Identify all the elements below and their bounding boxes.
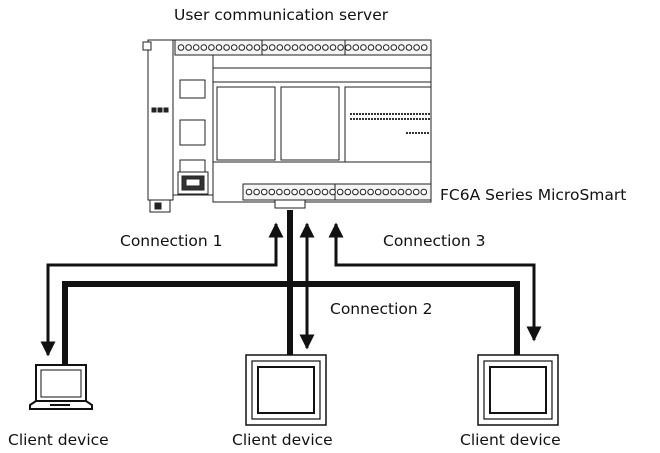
- client-device-label: Client device: [460, 431, 561, 449]
- plc-led-indicators: [350, 113, 430, 134]
- ethernet-cable: [62, 210, 520, 365]
- connection-2-label: Connection 2: [330, 300, 433, 318]
- plc-controller: [142, 39, 432, 213]
- connection-3-arrow: [328, 222, 542, 342]
- plc-terminal-screws: [177, 44, 428, 196]
- connection-1-arrow: [40, 222, 284, 357]
- client-device-label: Client device: [8, 431, 109, 449]
- client-device-label: Client device: [232, 431, 333, 449]
- touch-panel-icon: [245, 354, 327, 426]
- server-title: User communication server: [174, 6, 389, 24]
- connection-1-label: Connection 1: [120, 232, 223, 250]
- laptop-icon: [29, 364, 93, 410]
- touch-panel-icon: [477, 354, 559, 426]
- plc-name: FC6A Series MicroSmart: [440, 186, 627, 204]
- connection-3-label: Connection 3: [383, 232, 486, 250]
